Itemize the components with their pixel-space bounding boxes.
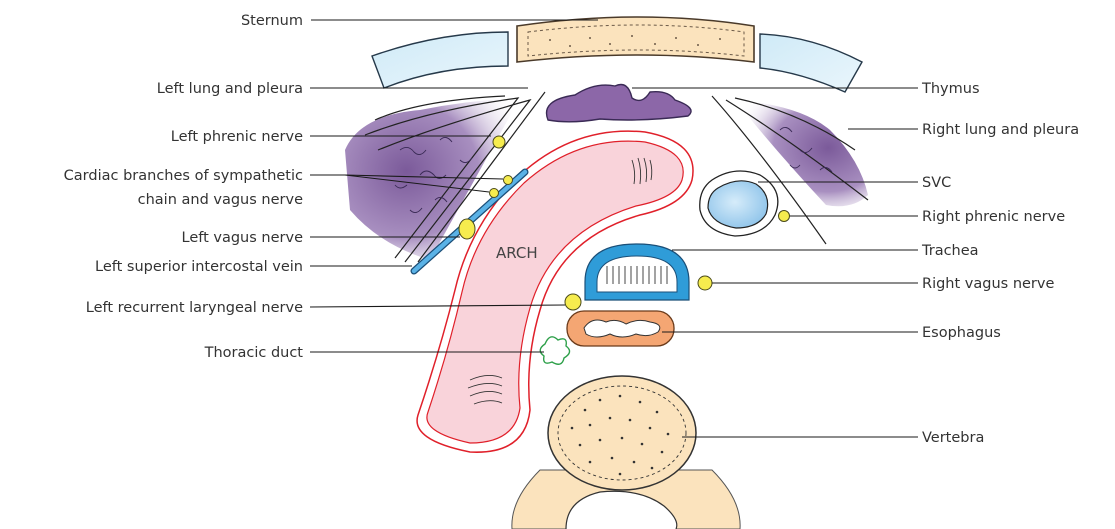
thymus-shape xyxy=(547,85,692,122)
esophagus-shape xyxy=(567,311,674,346)
label-right-vagus: Right vagus nerve xyxy=(922,276,1054,292)
label-vertebra: Vertebra xyxy=(922,430,984,446)
sternum-shape xyxy=(517,17,754,62)
label-left-lung: Left lung and pleura xyxy=(157,81,303,97)
left-phrenic-nerve-dot xyxy=(493,136,505,148)
left-vagus-nerve-dot xyxy=(459,219,475,239)
trachea-shape xyxy=(585,244,689,300)
vertebra-shape xyxy=(512,376,740,529)
arch-label: ARCH xyxy=(496,244,538,262)
label-trachea: Trachea xyxy=(921,243,979,259)
cardiac-branch-dot-upper xyxy=(504,176,513,185)
label-thoracic-duct: Thoracic duct xyxy=(204,345,304,361)
right-vagus-nerve-dot xyxy=(698,276,712,290)
label-sternum: Sternum xyxy=(241,13,303,29)
label-right-phrenic: Right phrenic nerve xyxy=(922,209,1065,225)
label-right-lung: Right lung and pleura xyxy=(922,122,1079,138)
label-left-recurrent: Left recurrent laryngeal nerve xyxy=(86,300,303,316)
label-left-sup-intercostal: Left superior intercostal vein xyxy=(95,259,303,275)
cardiac-branch-dot-lower xyxy=(490,189,499,198)
right-phrenic-nerve-dot xyxy=(779,211,790,222)
label-cardiac-branches-1: Cardiac branches of sympathetic xyxy=(64,168,303,184)
label-thymus: Thymus xyxy=(921,81,980,97)
right-costal-cartilage xyxy=(760,34,862,92)
label-svc: SVC xyxy=(922,175,951,191)
thoracic-duct-shape xyxy=(540,337,569,364)
label-left-phrenic: Left phrenic nerve xyxy=(171,129,303,145)
svc-shape xyxy=(700,171,778,236)
label-esophagus: Esophagus xyxy=(922,325,1001,341)
left-recurrent-laryngeal-nerve-dot xyxy=(565,294,581,310)
label-left-vagus: Left vagus nerve xyxy=(182,230,304,246)
left-costal-cartilage xyxy=(372,32,508,88)
label-cardiac-branches-2: chain and vagus nerve xyxy=(138,192,303,208)
